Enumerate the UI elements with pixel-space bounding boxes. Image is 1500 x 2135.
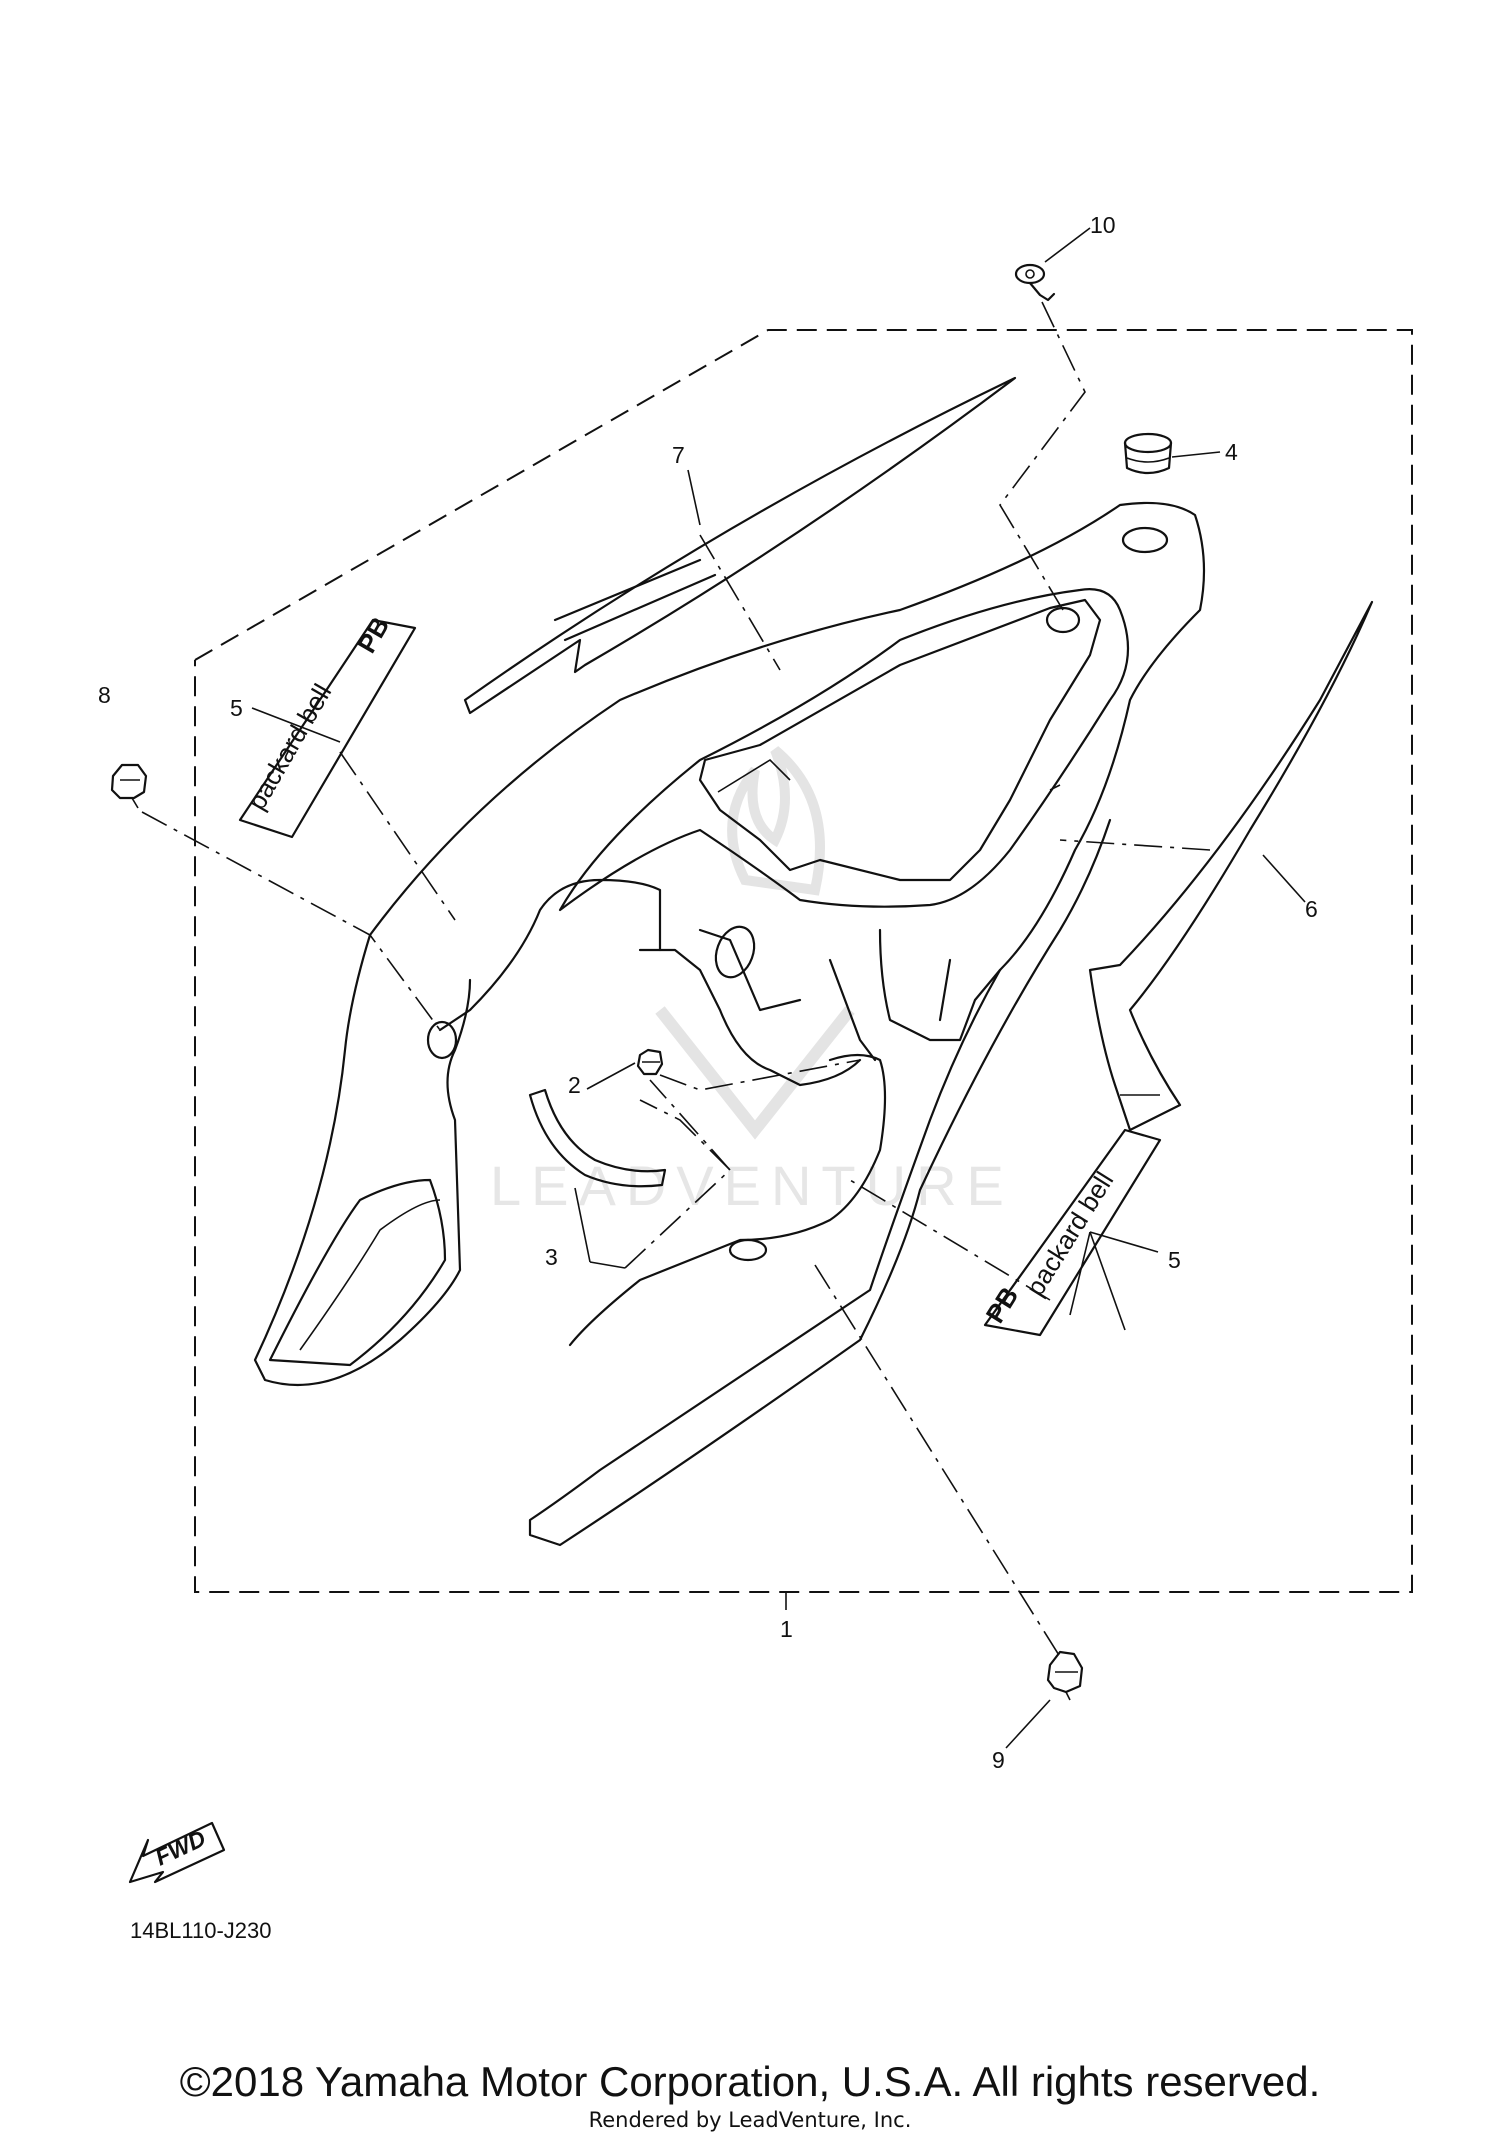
part-4-cap — [1123, 432, 1173, 475]
watermark: LEADVENTURE — [490, 746, 1014, 1217]
callout-9: 9 — [992, 1747, 1005, 1773]
part-2-grommet — [636, 1048, 664, 1076]
part-10-bolt — [1014, 263, 1056, 302]
callout-2: 2 — [568, 1072, 581, 1098]
callout-6: 6 — [1305, 896, 1318, 922]
callout-10: 10 — [1090, 212, 1116, 238]
fwd-label: FWD — [151, 1825, 209, 1871]
copyright-notice: ©2018 Yamaha Motor Corporation, U.S.A. A… — [179, 2058, 1321, 2105]
leader-lines — [251, 227, 1306, 1749]
fwd-arrow-icon: FWD — [128, 1821, 226, 1884]
part-3-trim-strip — [528, 1088, 667, 1188]
callout-1: 1 — [780, 1616, 793, 1642]
part-7-upper-stripe — [463, 376, 1017, 715]
watermark-text: LEADVENTURE — [490, 1154, 1014, 1217]
callout-labels: 10 4 7 8 5 6 2 3 5 1 9 — [98, 212, 1318, 1773]
part-9-clip — [1046, 1650, 1084, 1701]
part-6-side-stripe — [1088, 600, 1374, 1132]
rendered-by: Rendered by LeadVenture, Inc. — [588, 2108, 912, 2132]
kit-frame — [194, 329, 1413, 1593]
part-8-clip — [110, 763, 148, 809]
callout-3: 3 — [545, 1244, 558, 1270]
part-5-decal-left: packard bell PB — [238, 612, 417, 839]
callout-5-right: 5 — [1168, 1247, 1181, 1273]
callout-4: 4 — [1225, 439, 1238, 465]
decal-right-text: packard bell — [1020, 1166, 1120, 1301]
callout-7: 7 — [672, 442, 685, 468]
decal-left-logo: PB — [351, 612, 395, 658]
diagram-code: 14BL110-J230 — [130, 1918, 272, 1943]
decal-left-text: packard bell — [241, 679, 337, 815]
center-lines — [141, 301, 1211, 1661]
decal-right-logo: PB — [980, 1282, 1025, 1329]
part-1-seat-cowl — [253, 501, 1206, 1547]
callout-8: 8 — [98, 682, 111, 708]
callout-5-left: 5 — [230, 695, 243, 721]
